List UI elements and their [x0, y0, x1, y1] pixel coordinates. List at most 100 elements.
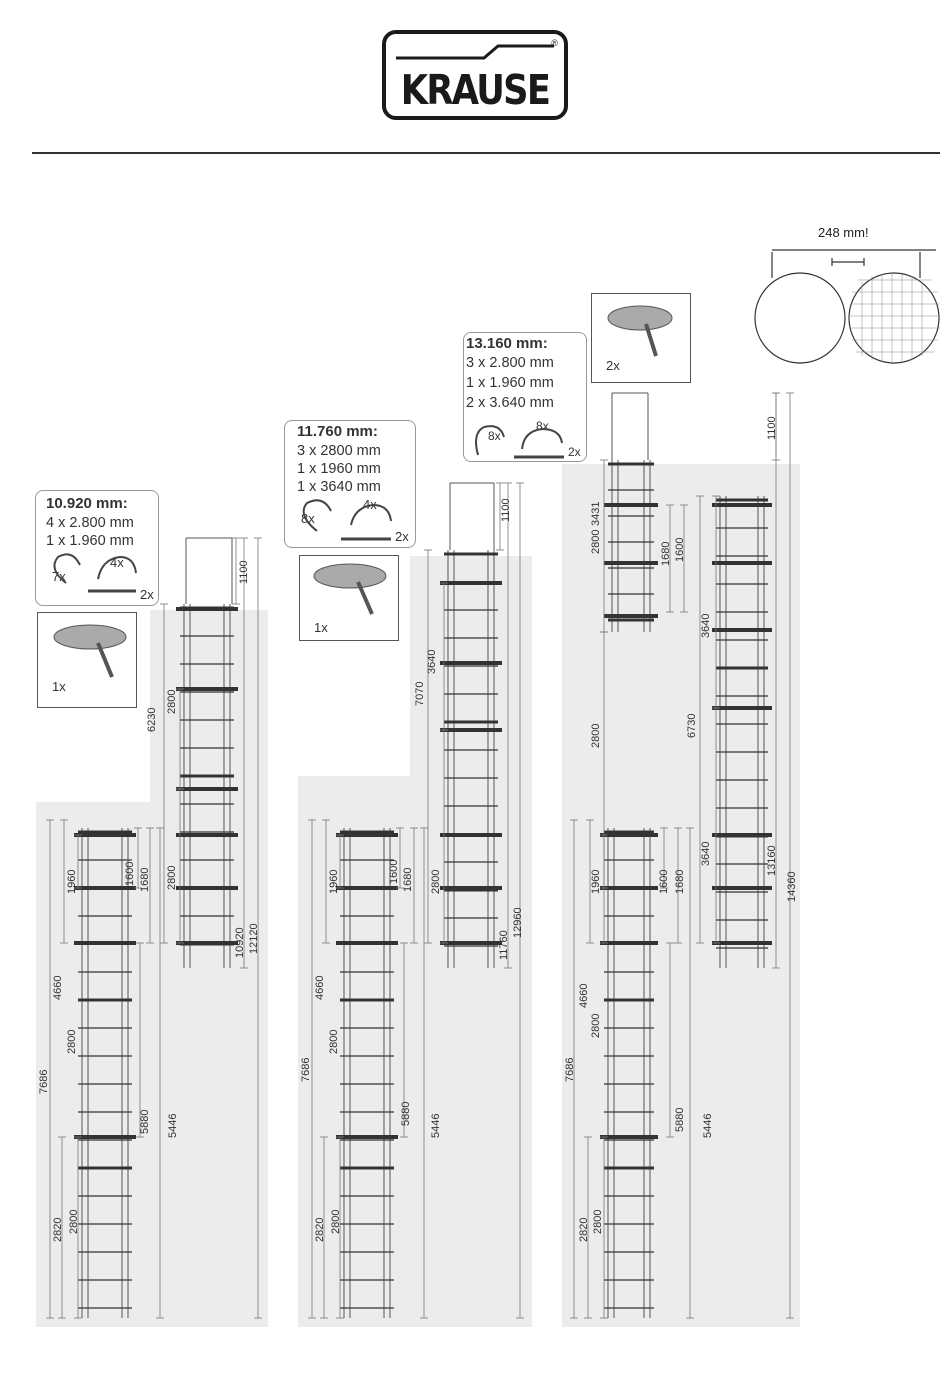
spec-box-10920: 10.920 mm: 4 x 2.800 mm 1 x 1.960 mm 7x … — [35, 490, 159, 606]
dimension-label: 1600 — [124, 861, 136, 886]
ladder-bracket — [176, 886, 238, 890]
ladder-bracket — [600, 886, 658, 890]
ladder-bracket — [712, 886, 772, 890]
ladder-bracket — [604, 561, 658, 565]
dimension-label: 7070 — [414, 681, 426, 706]
dimension-label: 2820 — [314, 1217, 326, 1242]
dimension-label: 1680 — [660, 541, 672, 566]
dimension-label: 5446 — [167, 1113, 179, 1138]
dimension-label: 2800 — [592, 1209, 604, 1234]
dimension-label: 1600 — [674, 537, 686, 562]
platform-box: 1x — [299, 555, 399, 641]
dimension-label: 14360 — [786, 871, 798, 902]
dimension-label: 4660 — [314, 975, 326, 1000]
dimension-label: 3640 — [426, 649, 438, 674]
ladder-bracket — [440, 661, 502, 665]
rail-count: 2x — [395, 529, 409, 544]
dimension-label: 2800 — [328, 1029, 340, 1054]
dimension-label: 1680 — [139, 867, 151, 892]
ladder-bracket — [604, 614, 658, 618]
dimension-label: 1100 — [238, 560, 250, 584]
dimension-label: 2800 — [68, 1209, 80, 1234]
ladder-bracket — [604, 503, 658, 507]
dimension-label: 5446 — [702, 1113, 714, 1138]
ladder-bracket — [440, 581, 502, 585]
dimension-label: 1100 — [766, 416, 778, 440]
dimension-label: 2800 — [166, 689, 178, 714]
ladder-bracket — [74, 941, 136, 945]
dimension-label: 10920 — [234, 927, 246, 958]
rail-count: 2x — [568, 445, 581, 459]
ladder-bracket — [712, 833, 772, 837]
dimension-label: 2800 — [590, 723, 602, 748]
dimension-label: 4660 — [578, 983, 590, 1008]
ladder-bracket — [712, 503, 772, 507]
dimension-label: 5880 — [674, 1107, 686, 1132]
dimension-label: 7686 — [38, 1069, 50, 1094]
ladder-bracket — [74, 833, 136, 837]
dimension-label: 1100 — [500, 498, 512, 522]
platform-icon — [313, 563, 387, 615]
platform-qty: 2x — [606, 358, 620, 373]
dimension-label: 1680 — [674, 869, 686, 894]
dimension-label: 2820 — [52, 1217, 64, 1242]
ladder-bracket — [176, 833, 238, 837]
dimension-label: 2800 — [430, 869, 442, 894]
ladder-bracket — [74, 886, 136, 890]
spec-line: 1 x 3640 mm — [297, 479, 381, 495]
ladder-bracket — [712, 561, 772, 565]
ladder-bracket — [712, 706, 772, 710]
ladder-bracket — [336, 1135, 398, 1139]
platform-qty: 1x — [52, 679, 66, 694]
dimension-label: 6730 — [686, 713, 698, 738]
ladder-bracket — [600, 1135, 658, 1139]
brand-logo: KRAUSE ® — [382, 30, 568, 120]
dimension-label: 1960 — [590, 869, 602, 894]
ladder-lines — [74, 460, 772, 1318]
ladder-bracket — [712, 941, 772, 945]
ladder-bracket — [176, 687, 238, 691]
ladder-bracket — [176, 607, 238, 611]
ladder-bracket — [440, 728, 502, 732]
gap-note: 248 mm! — [818, 225, 869, 240]
dimension-label: 2800 — [166, 865, 178, 890]
dimension-lines — [46, 392, 794, 1319]
background-shading — [36, 464, 800, 1327]
top-view-drawing — [754, 249, 940, 364]
spec-title: 13.160 mm: — [466, 335, 548, 352]
dimension-label: 2800 — [330, 1209, 342, 1234]
ladder-bracket — [74, 1135, 136, 1139]
spec-line: 4 x 2.800 mm — [46, 515, 134, 531]
dimension-label: 7686 — [564, 1057, 576, 1082]
dimension-label: 4660 — [52, 975, 64, 1000]
hoop-parts-icon — [53, 553, 137, 593]
spec-line: 3 x 2.800 mm — [466, 355, 554, 371]
dimension-label: 3640 — [700, 841, 712, 866]
hoop-parts-icon — [302, 499, 392, 541]
logo-brand-text: KRAUSE — [400, 66, 551, 114]
dimension-label: 1600 — [388, 859, 400, 884]
spec-title: 10.920 mm: — [46, 495, 128, 512]
dimension-label: 1960 — [66, 869, 78, 894]
dimension-label: 1960 — [328, 869, 340, 894]
spec-line: 1 x 1.960 mm — [466, 375, 554, 391]
spec-box-13160: 13.160 mm: 3 x 2.800 mm 1 x 1.960 mm 2 x… — [463, 332, 587, 462]
platform-box: 2x — [591, 293, 691, 383]
ladder-bracket — [176, 787, 238, 791]
dimension-label: 3640 — [700, 613, 712, 638]
ladder-bracket — [440, 941, 502, 945]
platform-icon — [607, 305, 673, 357]
ladder-bracket — [440, 886, 502, 890]
dimension-label: 5880 — [139, 1109, 151, 1134]
exit-rails — [185, 392, 649, 604]
dimension-label: 6230 — [146, 707, 158, 732]
spec-line: 1 x 1.960 mm — [46, 533, 134, 549]
dimension-label: 2800 — [66, 1029, 78, 1054]
hoop-count: 8x — [488, 429, 501, 443]
dimension-label: 1680 — [402, 867, 414, 892]
dimension-label: 2800 — [590, 529, 602, 554]
dimension-label: 13160 — [766, 845, 778, 876]
logo-reg-mark: ® — [551, 38, 558, 48]
spec-line: 3 x 2800 mm — [297, 443, 381, 459]
